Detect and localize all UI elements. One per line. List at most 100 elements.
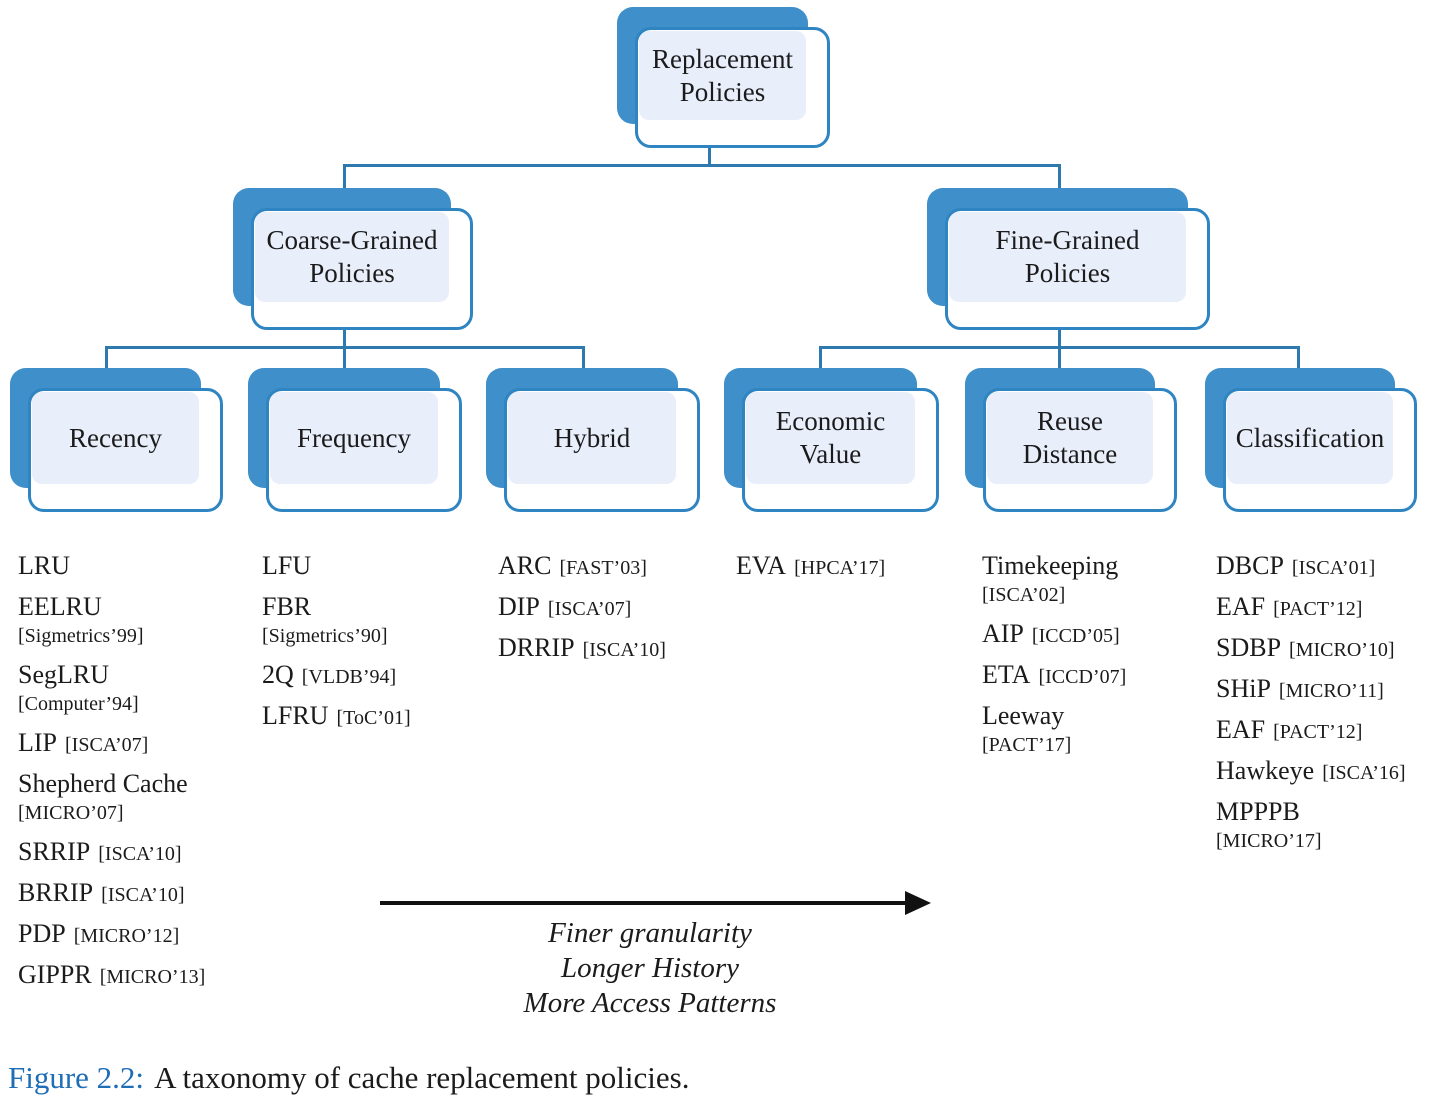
figure-caption-text: A taxonomy of cache replacement policies… xyxy=(154,1060,690,1095)
policy-name: FBR xyxy=(262,592,312,621)
policy-item: GIPPR[MICRO’13] xyxy=(18,959,254,991)
policy-item: FBR[Sigmetrics’90] xyxy=(262,591,492,650)
policy-citation: [MICRO’07] xyxy=(18,802,124,824)
policy-name: AIP xyxy=(982,619,1024,648)
node-replacement-policies: Replacement Policies xyxy=(617,7,830,148)
policy-list-reuse-distance: Timekeeping [ISCA’02] AIP [ICCD’05] ETA[IC… xyxy=(982,550,1202,768)
policy-name: SegLRU xyxy=(18,660,109,689)
policy-name: EAF xyxy=(1216,592,1266,621)
granularity-arrow-shaft xyxy=(380,901,908,905)
policy-citation: [ToC’01] xyxy=(336,707,411,729)
policy-name: SHiP xyxy=(1216,674,1271,703)
figure-caption-label: Figure 2.2: xyxy=(8,1060,145,1095)
connector-line xyxy=(819,346,822,370)
policy-item: Timekeeping [ISCA’02] xyxy=(982,550,1202,609)
policy-name: Leeway xyxy=(982,701,1065,730)
policy-item: 2Q[VLDB’94] xyxy=(262,659,492,691)
policy-name: EELRU xyxy=(18,592,102,621)
connector-line xyxy=(343,346,346,370)
policy-citation: [ISCA’10] xyxy=(98,843,182,865)
policy-citation: [ISCA’07] xyxy=(65,734,149,756)
policy-name: DBCP xyxy=(1216,551,1284,580)
policy-item: LFU xyxy=(262,550,492,582)
policy-name: LFRU xyxy=(262,701,329,730)
node-label: Frequency xyxy=(297,422,411,453)
node-label: Coarse-Grained Policies xyxy=(266,225,438,288)
node-label: Replacement Policies xyxy=(652,43,793,107)
policy-citation: [Computer’94] xyxy=(18,693,139,715)
arrow-note-line: Finer granularity xyxy=(548,917,752,949)
node-fill-box xyxy=(508,392,676,484)
node-coarse-grained-policies: Coarse-Grained Policies xyxy=(233,188,473,330)
policy-citation: [ISCA’10] xyxy=(101,884,185,906)
policy-citation: [MICRO’17] xyxy=(1216,830,1322,852)
policy-citation: [PACT’17] xyxy=(982,734,1072,756)
policy-name: Timekeeping xyxy=(982,551,1119,580)
policy-name: Hawkeye xyxy=(1216,756,1315,785)
policy-name: LIP xyxy=(18,728,57,757)
policy-item: SHiP [MICRO’11] xyxy=(1216,673,1440,705)
policy-list-economic-value: EVA [HPCA’17] xyxy=(736,550,946,591)
connector-line xyxy=(343,164,346,190)
node-label: Fine-Grained Policies xyxy=(995,225,1140,288)
policy-citation: [ISCA’02] xyxy=(982,584,1066,606)
connector-line xyxy=(708,148,711,167)
node-fine-grained-policies: Fine-Grained Policies xyxy=(927,188,1210,330)
policy-citation: [FAST’03] xyxy=(559,557,647,579)
policy-citation: [ICCD’05] xyxy=(1031,625,1120,647)
policy-list-recency: LRU EELRU [Sigmetrics’99] SegLRU [Computer… xyxy=(18,550,254,1000)
node-frequency: Frequency xyxy=(248,368,462,512)
connector-line xyxy=(105,346,108,370)
policy-item: EVA [HPCA’17] xyxy=(736,550,946,582)
policy-item: PDP[MICRO’12] xyxy=(18,918,254,950)
policy-citation: [ICCD’07] xyxy=(1038,666,1127,688)
policy-name: MPPPB xyxy=(1216,797,1300,826)
policy-name: Shepherd Cache xyxy=(18,769,188,798)
arrow-note-line: More Access Patterns xyxy=(523,987,777,1019)
node-label: Hybrid xyxy=(553,422,631,453)
policy-citation: [MICRO’10] xyxy=(1289,639,1395,661)
policy-item: LFRU [ToC’01] xyxy=(262,700,492,732)
node-classification: Classification xyxy=(1205,368,1417,512)
policy-citation: [ISCA’10] xyxy=(582,639,666,661)
policy-citation: [Sigmetrics’99] xyxy=(18,625,144,647)
connector-line xyxy=(343,330,346,349)
policy-item: EAF[PACT’12] xyxy=(1216,714,1440,746)
node-fill-box xyxy=(32,392,199,484)
node-hybrid: Hybrid xyxy=(486,368,700,512)
granularity-arrow-note: Finer granularity Longer History More Ac… xyxy=(370,916,930,1021)
node-fill-box xyxy=(746,392,915,484)
policy-item: Hawkeye [ISCA’16] xyxy=(1216,755,1440,787)
policy-list-frequency: LFU FBR[Sigmetrics’90] 2Q[VLDB’94] LFRU [… xyxy=(262,550,492,741)
arrow-note-line: Longer History xyxy=(560,952,740,984)
policy-item: ETA[ICCD’07] xyxy=(982,659,1202,691)
policy-name: SDBP xyxy=(1216,633,1282,662)
policy-list-hybrid: ARC[FAST’03] DIP[ISCA’07] DRRIP[ISCA’10] xyxy=(498,550,730,673)
policy-citation: [MICRO’11] xyxy=(1278,680,1384,702)
policy-name: DIP xyxy=(498,592,540,621)
node-fill-box xyxy=(949,212,1186,302)
policy-citation: [PACT’12] xyxy=(1273,721,1363,743)
policy-citation: [ISCA’01] xyxy=(1291,557,1376,579)
policy-item: Shepherd Cache [MICRO’07] xyxy=(18,768,254,827)
policy-item: MPPPB [MICRO’17] xyxy=(1216,796,1440,855)
policy-citation: [ISCA’16] xyxy=(1322,762,1406,784)
node-recency: Recency xyxy=(10,368,223,512)
policy-name: GIPPR xyxy=(18,960,92,989)
policy-item: LIP [ISCA’07] xyxy=(18,727,254,759)
connector-line xyxy=(582,346,585,370)
policy-item: LRU xyxy=(18,550,254,582)
policy-name: BRRIP xyxy=(18,878,94,907)
policy-name: 2Q xyxy=(262,660,294,689)
policy-item: AIP [ICCD’05] xyxy=(982,618,1202,650)
policy-citation: [HPCA’17] xyxy=(794,557,886,579)
node-label: Classification xyxy=(1235,422,1385,453)
policy-item: EAF[PACT’12] xyxy=(1216,591,1440,623)
policy-item: SRRIP[ISCA’10] xyxy=(18,836,254,868)
policy-name: DRRIP xyxy=(498,633,575,662)
policy-name: ARC xyxy=(498,551,552,580)
policy-list-classification: DBCP[ISCA’01] EAF[PACT’12] SDBP[MICRO’10… xyxy=(1216,550,1440,864)
policy-item: Leeway [PACT’17] xyxy=(982,700,1202,759)
policy-name: EVA xyxy=(736,551,787,580)
